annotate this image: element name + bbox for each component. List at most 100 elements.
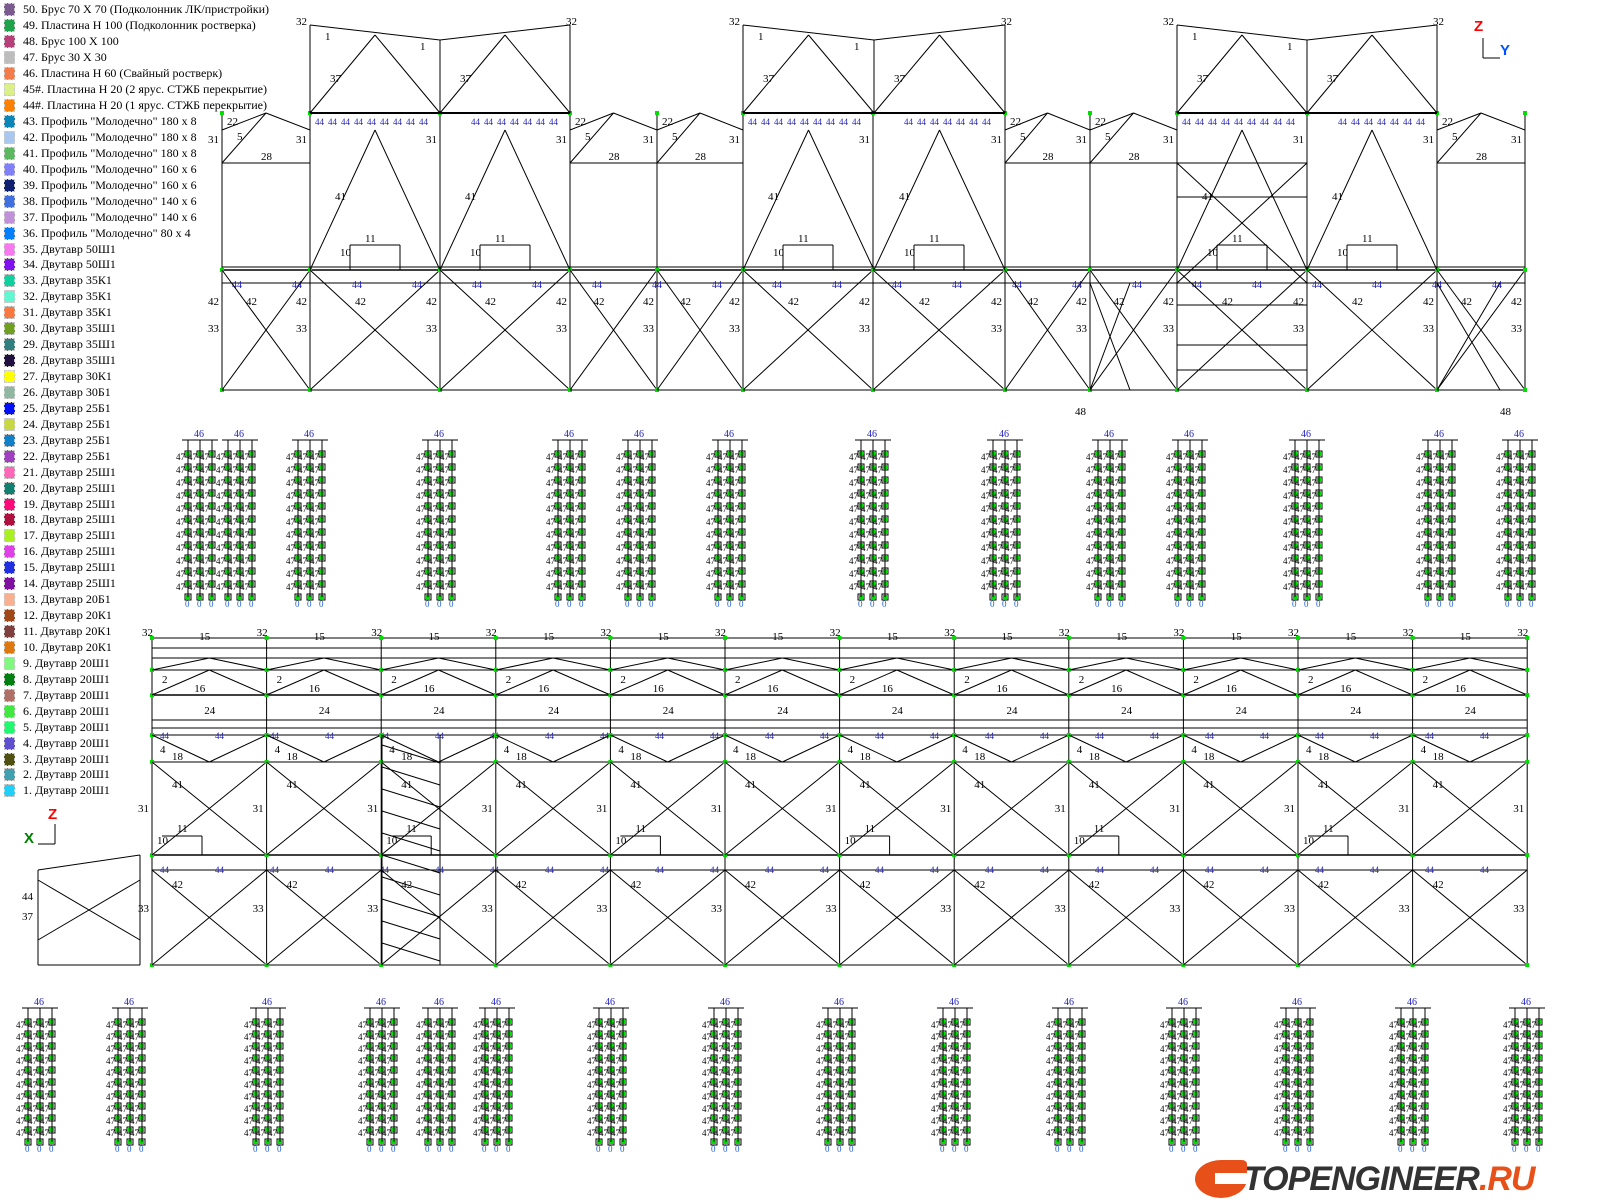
member-label: 32	[142, 627, 153, 639]
pile-label: 47	[546, 543, 556, 553]
pile-label: 47	[1401, 1020, 1411, 1030]
pile-label: 47	[702, 1092, 712, 1102]
pile-label: 47	[730, 543, 740, 553]
floor-label: 44	[917, 117, 927, 127]
pile-label: 47	[1178, 491, 1188, 501]
pile-label: 47	[416, 1068, 426, 1078]
pile-label: 47	[188, 569, 198, 579]
pile-label: 47	[188, 517, 198, 527]
pile-label: 47	[473, 1056, 483, 1066]
pile-label: 47	[268, 1092, 278, 1102]
member-label: 31	[1399, 803, 1410, 815]
pile-label: 47	[1389, 1092, 1399, 1102]
pile-label: 47	[640, 530, 650, 540]
pile-label: 47	[840, 1068, 850, 1078]
legend-label: 3. Двутавр 20Ш1	[23, 751, 110, 766]
pile-label: 47	[1274, 1080, 1284, 1090]
pile-label: 47	[370, 1128, 380, 1138]
pile-label: 47	[200, 452, 210, 462]
pile-label: 47	[955, 1044, 965, 1054]
legend-item: 30. Двутавр 35Ш1	[4, 321, 269, 337]
pile-label: 47	[931, 1080, 941, 1090]
pile-label: 47	[1274, 1020, 1284, 1030]
floor-label: 44	[315, 117, 325, 127]
pile-base-label: 0	[723, 1144, 728, 1154]
legend-item: 36. Профиль "Молодечно" 80 x 4	[4, 225, 269, 241]
pile-label: 47	[1416, 465, 1426, 475]
pile-label: 47	[244, 1020, 254, 1030]
pile-label: 47	[440, 1068, 450, 1078]
pile-label: 47	[931, 1116, 941, 1126]
mid-brace	[1240, 669, 1299, 696]
lower-brace	[1306, 269, 1438, 391]
member-label: 18	[1203, 751, 1215, 763]
pile-label: 47	[440, 452, 450, 462]
top-brace	[209, 657, 267, 671]
member-label: 41	[1203, 779, 1214, 791]
pile-label: 47	[485, 1080, 495, 1090]
pile-label: 47	[1086, 465, 1096, 475]
floor-label: 44	[1425, 731, 1435, 741]
pile-label: 47	[228, 452, 238, 462]
pile-label: 47	[628, 543, 638, 553]
pile-label: 47	[40, 1032, 50, 1042]
pile-label: 47	[268, 1020, 278, 1030]
pile-label: 47	[993, 582, 1003, 592]
pile-label: 47	[188, 491, 198, 501]
pile-label: 47	[828, 1020, 838, 1030]
pile-label: 47	[849, 582, 859, 592]
mid-brace	[438, 669, 496, 696]
legend-label: 15. Двутавр 25Ш1	[23, 560, 116, 575]
pile-label: 47	[28, 1092, 38, 1102]
legend-item: 22. Двутавр 25Б1	[4, 448, 269, 464]
pile-label: 47	[1178, 582, 1188, 592]
pile-base-label: 0	[567, 599, 572, 609]
member-label: 33	[1399, 903, 1411, 915]
mid-brace	[839, 669, 898, 696]
member-label: 31	[296, 134, 307, 146]
floor-label: 44	[826, 117, 836, 127]
pile-label: 47	[1005, 543, 1015, 553]
pile-base-label: 0	[596, 1144, 601, 1154]
member-label: 33	[729, 323, 741, 335]
legend-label: 31. Двутавр 35К1	[23, 305, 112, 320]
pile-label: 47	[570, 517, 580, 527]
pile-label: 47	[358, 1128, 368, 1138]
member-label: 42	[516, 879, 527, 891]
floor-label: 44	[1192, 280, 1202, 291]
pile-label: 47	[726, 1044, 736, 1054]
pile-label: 47	[310, 478, 320, 488]
pile-label: 47	[1307, 569, 1317, 579]
pile-label: 47	[640, 569, 650, 579]
upper-brace	[742, 129, 809, 271]
member-label: 42	[1293, 296, 1304, 308]
pile-label: 47	[599, 1128, 609, 1138]
pile-label: 47	[1416, 491, 1426, 501]
pile-label: 47	[1307, 452, 1317, 462]
member-label: 15	[429, 631, 441, 643]
pile-label: 47	[286, 465, 296, 475]
pile-label: 47	[40, 1128, 50, 1138]
legend-item: 23. Двутавр 25Б1	[4, 432, 269, 448]
member-label: 15	[887, 631, 899, 643]
pile-label: 47	[1005, 491, 1015, 501]
pile-label: 47	[428, 582, 438, 592]
pile-label: 47	[1274, 1032, 1284, 1042]
pile-label: 47	[40, 1056, 50, 1066]
pile-base-label: 0	[1410, 1144, 1415, 1154]
pile-label: 47	[256, 1032, 266, 1042]
lower-bay-brace	[438, 734, 497, 763]
top-brace	[323, 657, 382, 671]
pile-label: 47	[416, 530, 426, 540]
pile-label: 47	[1496, 517, 1506, 527]
lower-bay-brace	[1412, 734, 1471, 763]
floor-label: 44	[710, 731, 720, 741]
pile-label: 47	[176, 504, 186, 514]
pile-label: 47	[1283, 517, 1293, 527]
member-label: 4	[618, 744, 624, 756]
legend-label: 17. Двутавр 25Ш1	[23, 528, 116, 543]
pile-label: 47	[611, 1092, 621, 1102]
pile-label: 47	[1046, 1020, 1056, 1030]
pile-base-label: 0	[1437, 599, 1442, 609]
pile-label: 47	[256, 1068, 266, 1078]
